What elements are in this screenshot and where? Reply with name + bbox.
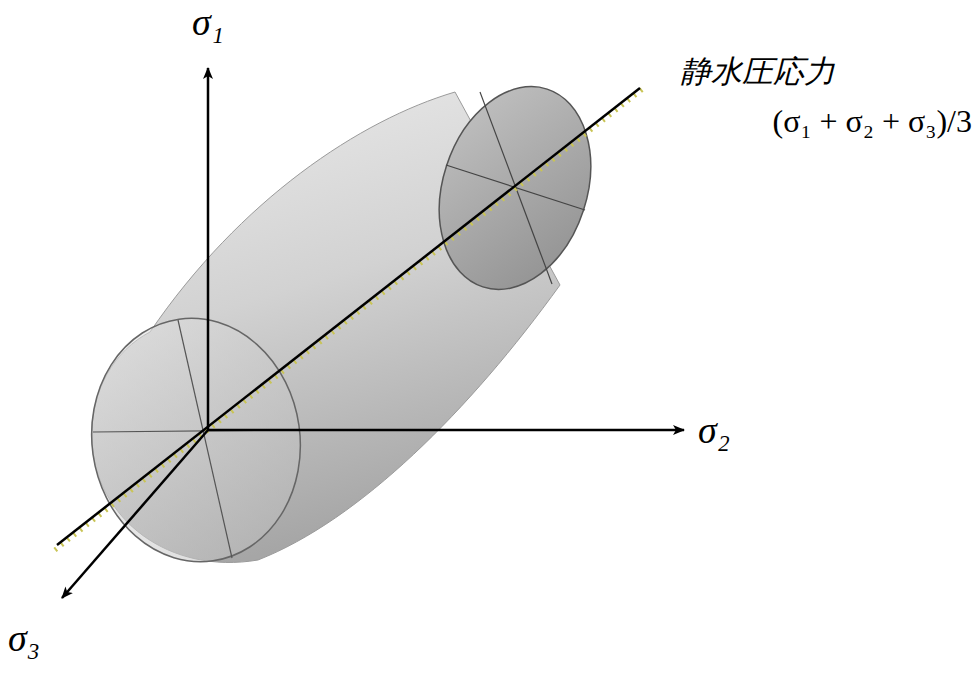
sigma3-axis bbox=[62, 430, 208, 598]
hydrostatic-formula: (σ₁ + σ₂ + σ₃)/3 bbox=[772, 104, 972, 139]
sigma1-axis bbox=[207, 68, 210, 430]
end-cap-cross bbox=[446, 165, 585, 210]
axis-label: σ₃ bbox=[8, 618, 40, 660]
axis-label: σ₁ bbox=[192, 2, 224, 44]
surface-front-rim bbox=[76, 305, 316, 576]
front-rim-cross bbox=[178, 320, 232, 558]
sigma2-axis bbox=[208, 429, 684, 432]
hydrostatic-axis bbox=[57, 88, 640, 545]
hydrostatic-axis-dots bbox=[55, 88, 644, 550]
axis-label: σ₂ bbox=[698, 410, 730, 452]
hydrostatic-label: 静水圧応力 bbox=[680, 54, 835, 88]
